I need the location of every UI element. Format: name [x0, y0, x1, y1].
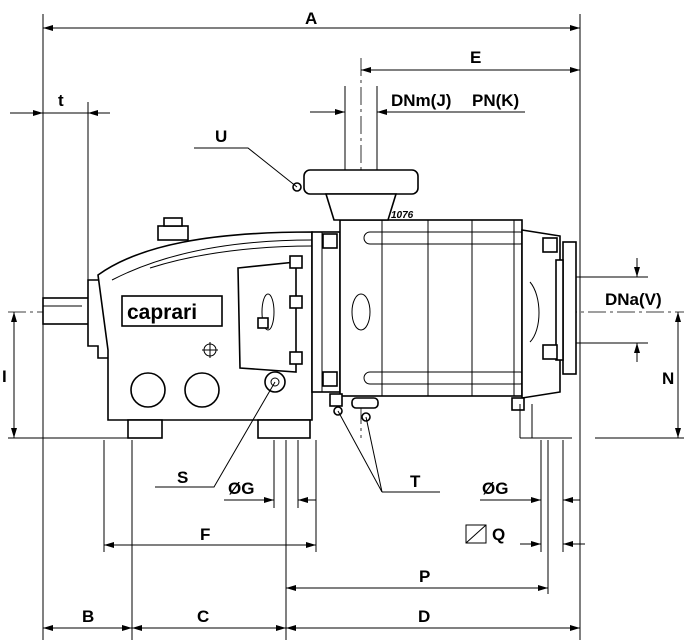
- label-PN: PN(K): [472, 91, 519, 110]
- label-D: D: [418, 607, 430, 626]
- pump-body: [42, 169, 577, 439]
- label-T: T: [410, 472, 421, 491]
- label-OG-right: ØG: [482, 479, 508, 498]
- label-C: C: [197, 607, 209, 626]
- labels: A E t DNm(J) PN(K) U DNa(V) I N S ØG T Ø…: [2, 9, 674, 626]
- model-number: 1076: [391, 210, 414, 221]
- label-F: F: [200, 525, 210, 544]
- label-S: S: [177, 468, 188, 487]
- label-A: A: [305, 9, 317, 28]
- drain-pipe: [519, 404, 572, 439]
- label-U: U: [215, 127, 227, 146]
- label-Q: Q: [492, 525, 505, 544]
- label-P: P: [419, 567, 430, 586]
- label-t: t: [58, 91, 64, 110]
- label-DNm: DNm(J): [391, 91, 451, 110]
- bolts: [257, 182, 558, 422]
- label-I: I: [2, 367, 7, 386]
- label-E: E: [470, 48, 481, 67]
- dimension-lines: [10, 25, 681, 631]
- leader-lines: [155, 147, 440, 493]
- label-N: N: [662, 369, 674, 388]
- extension-lines: [8, 14, 684, 640]
- label-OG-left: ØG: [228, 479, 254, 498]
- label-B: B: [82, 607, 94, 626]
- brand-logo-text: caprari: [127, 301, 197, 324]
- flatness-symbol-icon: [465, 524, 487, 544]
- label-DNa: DNa(V): [605, 290, 662, 309]
